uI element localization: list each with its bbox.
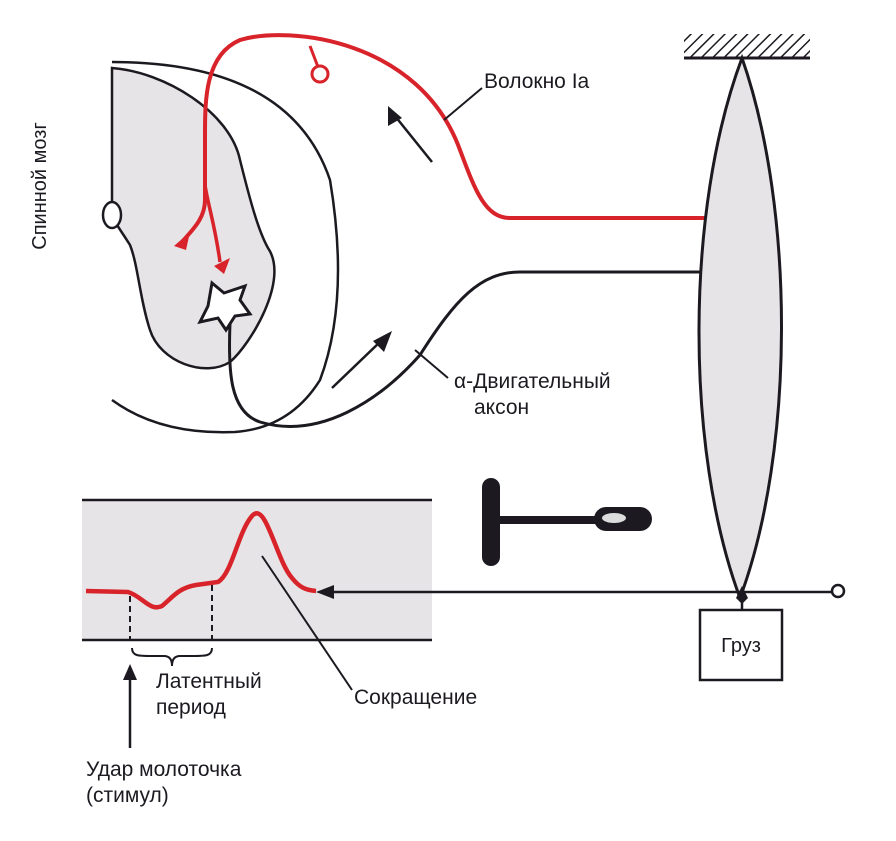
synapse-terminal	[214, 258, 230, 274]
recording-lever	[316, 583, 846, 599]
central-canal	[101, 200, 123, 230]
sensory-arrow-head	[388, 106, 402, 126]
sensory-direction-arrow	[394, 115, 433, 163]
latent-period-brace	[131, 647, 213, 667]
motor-direction-arrow	[331, 339, 383, 389]
recording-trace	[85, 511, 317, 610]
synapse-terminal	[174, 232, 190, 250]
motor-arrow-head	[373, 331, 392, 352]
latent-period-label-line2: период	[156, 696, 226, 719]
fiber-ia-label: Волокно Iа	[484, 70, 590, 93]
muscle-assembly: Груз	[684, 34, 810, 682]
ia-fiber-line	[180, 33, 728, 244]
spinal-cord-outline	[111, 60, 340, 434]
weight-label: Груз	[721, 635, 761, 657]
dorsal-root-ganglion	[310, 64, 330, 84]
contraction-leader	[261, 555, 353, 691]
spinal-cord-label: Спинной мозг	[29, 122, 51, 250]
hammer-head	[482, 478, 500, 566]
hammer-strike-label-line2: (стимул)	[86, 784, 169, 807]
hammer-strike-label-line1: Удар молоточка	[86, 758, 242, 781]
hammer-grip-highlight	[602, 513, 626, 523]
gray-matter	[110, 66, 276, 370]
contraction-label: Сокращение	[354, 686, 477, 709]
latent-period-label-line1: Латентный	[156, 670, 262, 693]
muscle-body	[697, 53, 783, 603]
spinal-cord-section	[101, 60, 340, 434]
alpha-motor-label-line1: α-Двигательный	[454, 370, 611, 393]
lever-pivot	[830, 583, 846, 599]
recording-strip	[82, 498, 432, 748]
muscle-tendon-knot	[736, 586, 748, 604]
ia-collateral-branch	[203, 184, 222, 263]
lever-arrow-head	[316, 585, 334, 599]
fiber-ia-leader	[443, 87, 483, 121]
alpha-motor-label-line2: аксон	[474, 396, 529, 419]
hammer-shaft	[498, 516, 608, 524]
ceiling-hatch	[684, 34, 810, 58]
motor-neuron-body	[197, 280, 253, 333]
reflex-hammer	[482, 478, 652, 566]
motor-axon-leader	[414, 349, 449, 379]
recording-background	[82, 500, 432, 640]
weight-box	[698, 608, 784, 682]
stimulus-arrow-head	[123, 664, 137, 680]
ia-dorsal-branch	[308, 45, 320, 68]
